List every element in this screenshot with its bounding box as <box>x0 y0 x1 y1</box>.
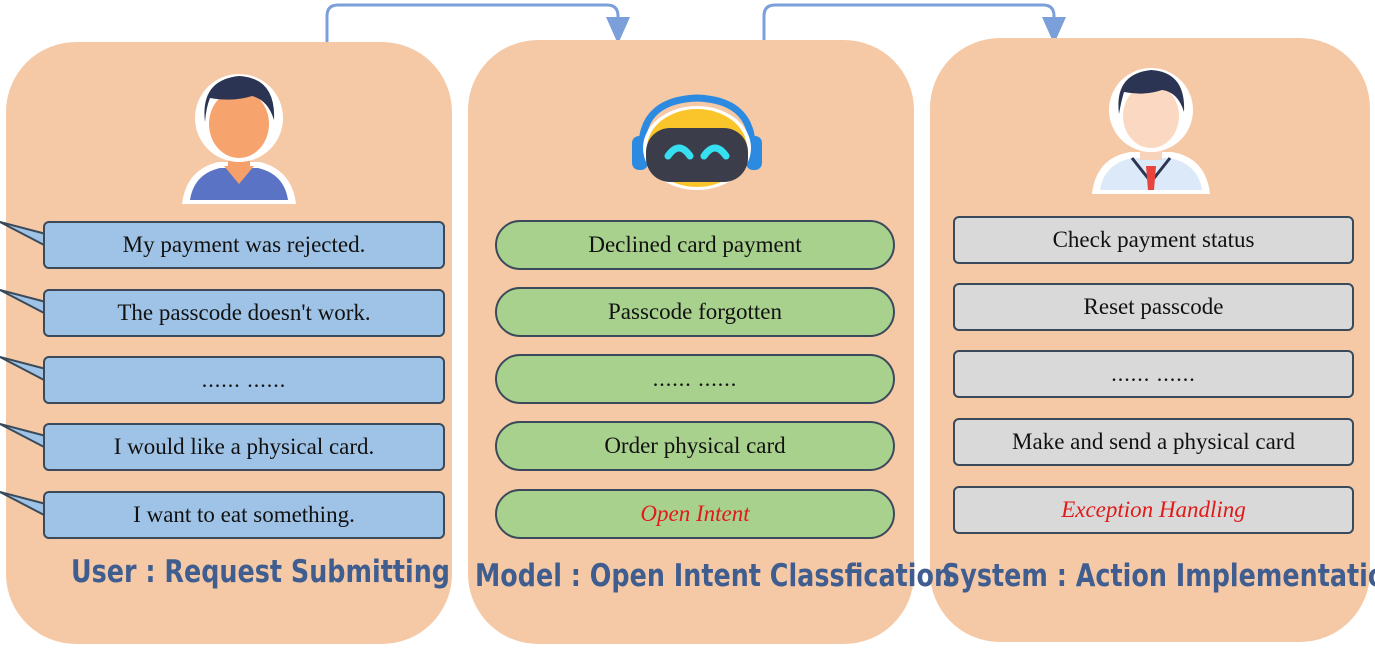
request-text: ...... ...... <box>201 367 287 392</box>
user-request-payment: My payment was rejected. <box>43 221 445 269</box>
system-agent-avatar-icon <box>1092 68 1210 194</box>
robot-icon <box>632 94 762 190</box>
user-panel-caption: User : Request Submitting <box>71 554 451 590</box>
intent-text: Declined card payment <box>588 232 802 257</box>
request-text: I want to eat something. <box>133 502 355 527</box>
action-check-payment-status: Check payment status <box>953 216 1354 264</box>
user-avatar-icon <box>182 74 296 204</box>
action-make-send-physical-card: Make and send a physical card <box>953 418 1354 466</box>
arrow-model-to-system <box>762 3 1066 44</box>
system-panel-caption: System : Action Implementation <box>942 558 1375 594</box>
intent-text: Passcode forgotten <box>608 299 782 324</box>
action-exception-handling: Exception Handling <box>953 486 1354 534</box>
request-text: The passcode doesn't work. <box>117 300 371 325</box>
user-request-eat: I want to eat something. <box>43 491 445 539</box>
request-text: My payment was rejected. <box>122 232 366 257</box>
action-text: Reset passcode <box>1083 294 1224 319</box>
open-intent-text: Open Intent <box>640 501 750 526</box>
arrow-user-to-model <box>325 3 630 44</box>
user-request-passcode: The passcode doesn't work. <box>43 289 445 337</box>
intent-text: ...... ...... <box>652 366 738 391</box>
action-text: Check payment status <box>1052 227 1255 252</box>
action-text: Make and send a physical card <box>1012 429 1295 454</box>
intent-order-physical-card: Order physical card <box>495 421 895 471</box>
intent-ellipsis: ...... ...... <box>495 354 895 404</box>
intent-open-intent: Open Intent <box>495 489 895 539</box>
model-panel-caption: Model : Open Intent Classfication <box>475 558 953 594</box>
action-reset-passcode: Reset passcode <box>953 283 1354 331</box>
intent-text: Order physical card <box>604 433 786 458</box>
user-request-ellipsis: ...... ...... <box>43 356 445 404</box>
exception-text: Exception Handling <box>1061 497 1246 522</box>
action-text: ...... ...... <box>1111 361 1196 386</box>
user-request-card: I would like a physical card. <box>43 423 445 471</box>
request-text: I would like a physical card. <box>113 434 375 459</box>
action-ellipsis: ...... ...... <box>953 350 1354 398</box>
intent-declined-card-payment: Declined card payment <box>495 220 895 270</box>
intent-passcode-forgotten: Passcode forgotten <box>495 287 895 337</box>
